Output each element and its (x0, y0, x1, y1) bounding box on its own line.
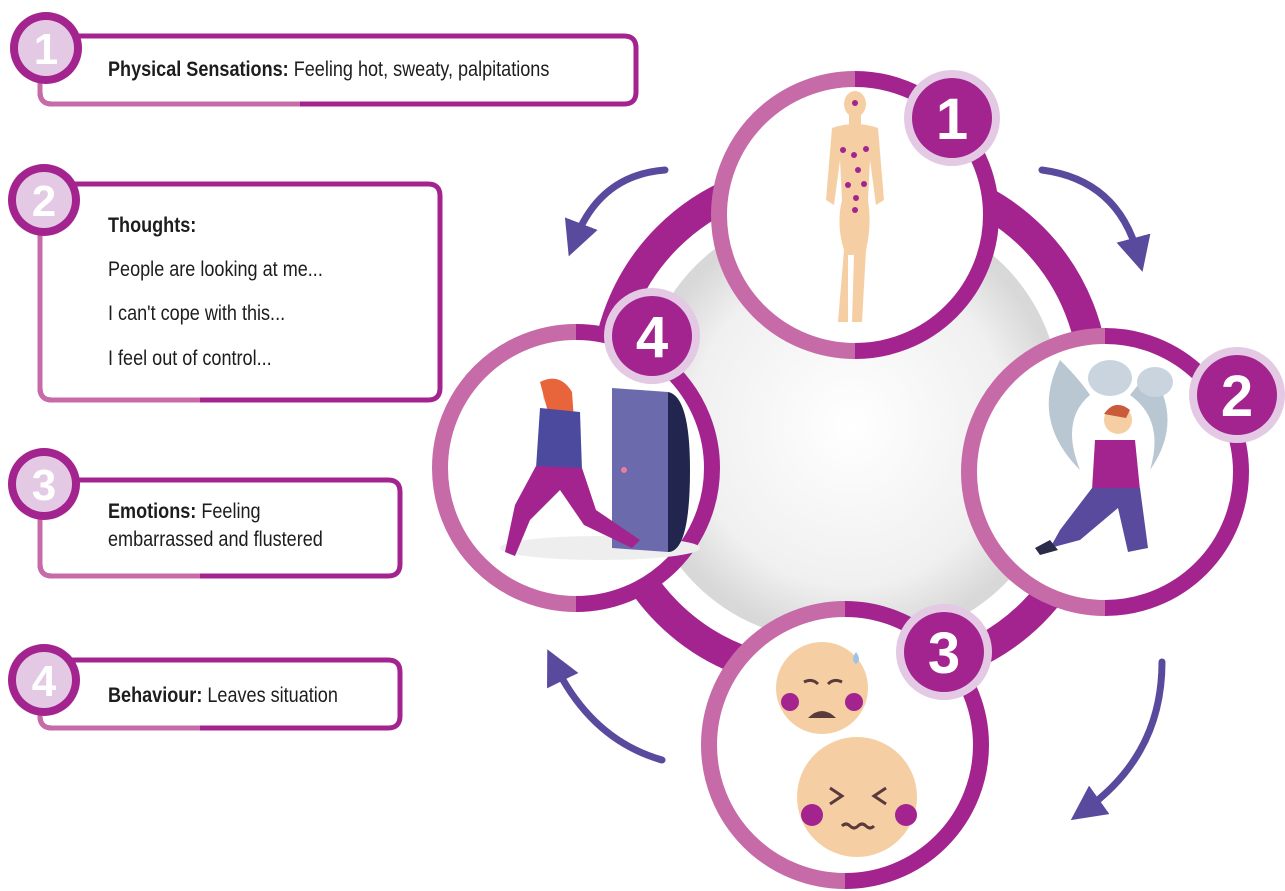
cycle-arrow-icon (547, 649, 666, 764)
step-4-badge-number: 4 (32, 657, 57, 706)
cycle-arrow-icon (1038, 166, 1151, 272)
step-3-text-line-2: embarrassed and flustered (108, 528, 323, 551)
step-1-badge: 1 (10, 12, 82, 84)
step-2-line-1: People are looking at me... (108, 258, 323, 281)
cycle-arrow-icon (564, 166, 669, 257)
step-4-heading: Behaviour: (108, 684, 203, 707)
sad-faces-icon (776, 642, 917, 857)
step-1-text: Feeling hot, sweaty, palpitations (293, 58, 550, 81)
cycle-badge-3-number: 3 (928, 621, 960, 686)
step-4-text: Leaves situation (207, 684, 338, 707)
step-1-label: Physical Sensations: Feeling hot, sweaty… (108, 56, 549, 83)
cycle-badge-2-number: 2 (1221, 364, 1253, 429)
step-3-text: Feeling (201, 500, 261, 523)
step-3-heading: Emotions: (108, 500, 197, 523)
cycle-badge-2: 2 (1189, 347, 1285, 443)
step-2-line-3: I feel out of control... (108, 347, 272, 370)
step-1-badge-number: 1 (34, 25, 58, 74)
cycle-badge-4: 4 (604, 288, 700, 384)
cycle-arrow-icon (1070, 658, 1166, 821)
step-1-heading: Physical Sensations: (108, 58, 289, 81)
cycle-badge-3: 3 (896, 604, 992, 700)
step-3-badge: 3 (8, 448, 80, 520)
step-2-heading: Thoughts: (108, 214, 197, 237)
step-3-badge-number: 3 (32, 461, 56, 510)
step-4-badge: 4 (8, 644, 80, 716)
cycle-badge-1: 1 (904, 70, 1000, 166)
step-2-badge: 2 (8, 164, 80, 236)
cycle-node-2 (961, 328, 1249, 616)
step-4-label: Behaviour: Leaves situation (108, 682, 338, 709)
step-3-label: Emotions: Feeling (108, 498, 261, 525)
cycle-badge-4-number: 4 (636, 305, 668, 370)
cycle-badge-1-number: 1 (936, 87, 968, 152)
person-leaving-icon (500, 378, 700, 560)
cycle-arrows (547, 166, 1166, 821)
step-2-line-2: I can't cope with this... (108, 302, 286, 325)
cycle-node-4 (432, 324, 720, 612)
step-2-badge-number: 2 (32, 177, 56, 226)
stressed-person-icon (1035, 360, 1173, 555)
